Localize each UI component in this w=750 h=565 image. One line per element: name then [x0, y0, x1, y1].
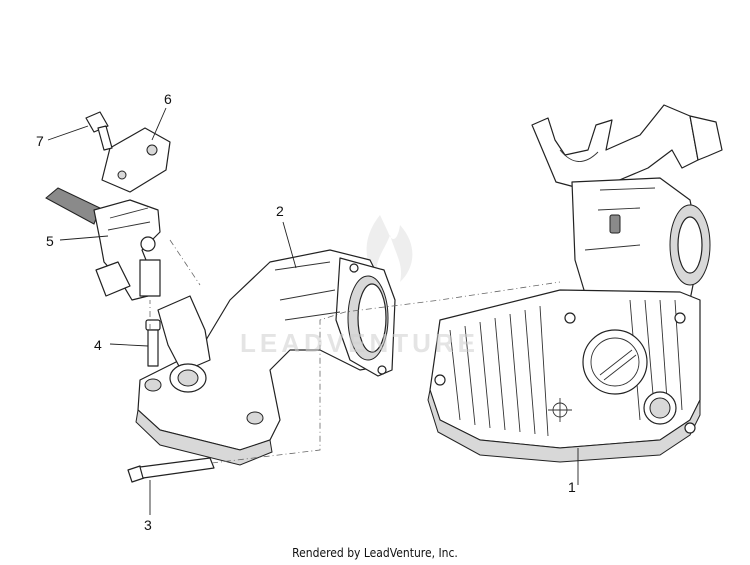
callout-1: 1 [568, 479, 576, 495]
bolt-part-3 [127, 457, 215, 483]
callout-4: 4 [94, 337, 102, 353]
fuel-injector-part-5 [45, 187, 161, 301]
stud-part-4 [145, 319, 161, 367]
callout-3: 3 [144, 517, 152, 533]
intake-elbow-part-2 [135, 249, 396, 466]
throttle-body-part-1 [427, 104, 723, 463]
leader-lines [47, 107, 579, 515]
screw-part-7 [85, 111, 113, 151]
callout-7: 7 [36, 133, 44, 149]
callout-5: 5 [46, 233, 54, 249]
watermark-logo [366, 215, 413, 282]
watermark-text: LEADVENTURE [240, 328, 480, 358]
bracket-part-6 [101, 127, 171, 193]
assembly-lines [149, 239, 561, 464]
callout-6: 6 [164, 91, 172, 107]
rendered-by-footer: Rendered by LeadVenture, Inc. [292, 546, 458, 560]
callout-2: 2 [276, 203, 284, 219]
